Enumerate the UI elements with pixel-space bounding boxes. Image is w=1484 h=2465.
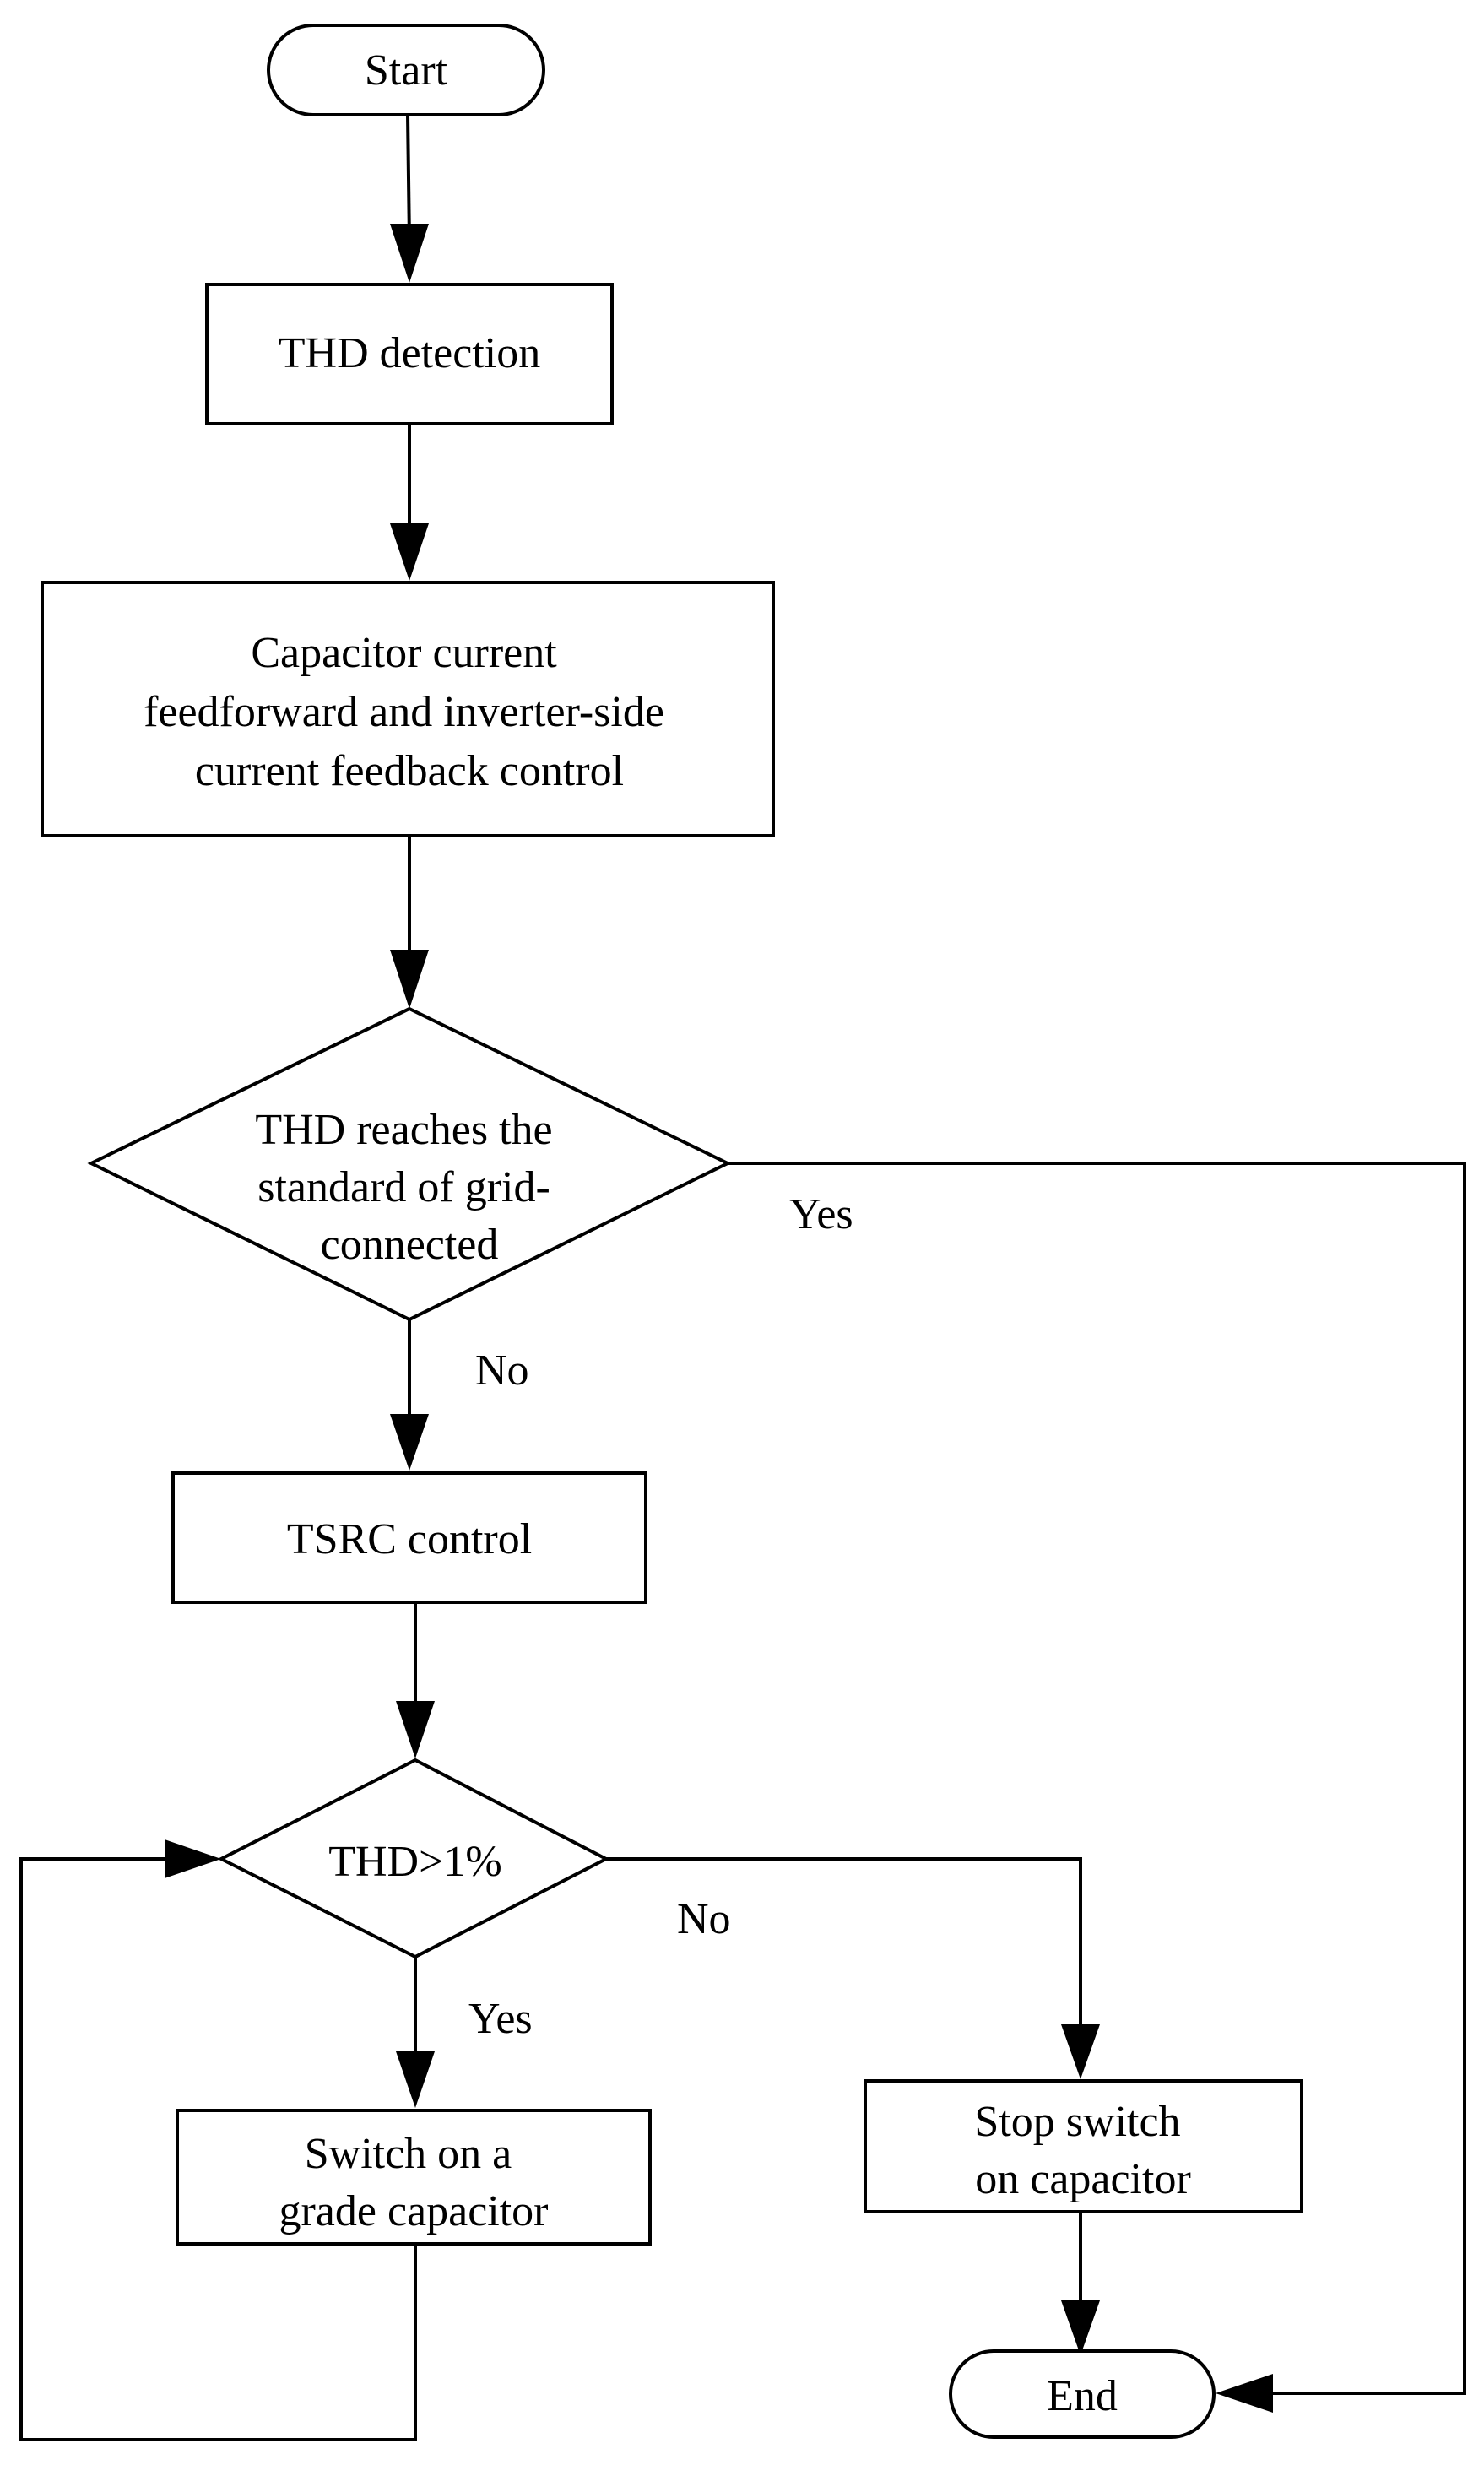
arrowhead-tsrc [390,1414,429,1471]
arrowhead-thd-detection [390,224,429,283]
edges [19,114,1466,2441]
arrowhead-stop-switch [1061,2024,1100,2079]
edge-start-to-thd-detection [406,114,411,241]
arrowhead-loop-decision-thd [165,1839,221,1878]
node-control: Capacitor current feedforward and invert… [41,581,775,837]
arrowhead-switch-on [396,2051,435,2108]
arrowhead-decision-standard [390,950,429,1009]
decision-standard-diamond [87,1006,732,1322]
node-switch-on: Switch on a grade capacitor [176,2109,652,2246]
switch-on-box [176,2109,652,2246]
node-decision-standard: THD reaches the standard of grid- connec… [87,1006,732,1322]
stop-switch-label: Stop switch on capacitor [974,2098,1191,2203]
node-tsrc: TSRC control [171,1471,647,1604]
tsrc-box [171,1471,647,1604]
end-label: End [1047,2372,1118,2420]
edge-decision-standard-to-end [728,1162,1466,2395]
decision-standard-label: THD reaches the standard of grid- connec… [255,1106,563,1269]
switch-on-label: Switch on a grade capacitor [279,2130,548,2235]
start-terminal-shape [267,24,545,116]
node-thd-detection: THD detection [205,283,614,425]
end-terminal-shape [949,2349,1216,2439]
edge-decision-thd-to-stop-switch [606,1857,1082,2026]
arrowhead-decision-thd [396,1701,435,1758]
node-end: End [949,2349,1216,2439]
edge-switch-on-loop-back [19,1857,417,2441]
control-box [41,581,775,837]
node-decision-thd: THD>1% [217,1758,610,1959]
node-start: Start [267,24,545,116]
decision-thd-label: THD>1% [328,1838,502,1886]
thd-detection-label: THD detection [279,329,540,377]
decision-thd-diamond [217,1758,610,1959]
label-thd-yes: Yes [468,1995,533,2043]
control-label: Capacitor current feedforward and invert… [144,629,675,795]
label-standard-yes: Yes [789,1190,853,1238]
node-stop-switch: Stop switch on capacitor [864,2079,1303,2213]
arrowhead-control [390,523,429,581]
arrowhead-end-from-stop [1061,2300,1100,2355]
thd-detection-box [205,283,614,425]
tsrc-label: TSRC control [287,1515,532,1563]
label-thd-no: No [677,1895,731,1943]
label-standard-no: No [475,1346,529,1395]
edge-labels: Yes No No Yes [468,1190,853,2043]
stop-switch-box [864,2079,1303,2213]
start-label: Start [365,46,448,95]
arrowhead-end-from-standard [1216,2374,1273,2413]
